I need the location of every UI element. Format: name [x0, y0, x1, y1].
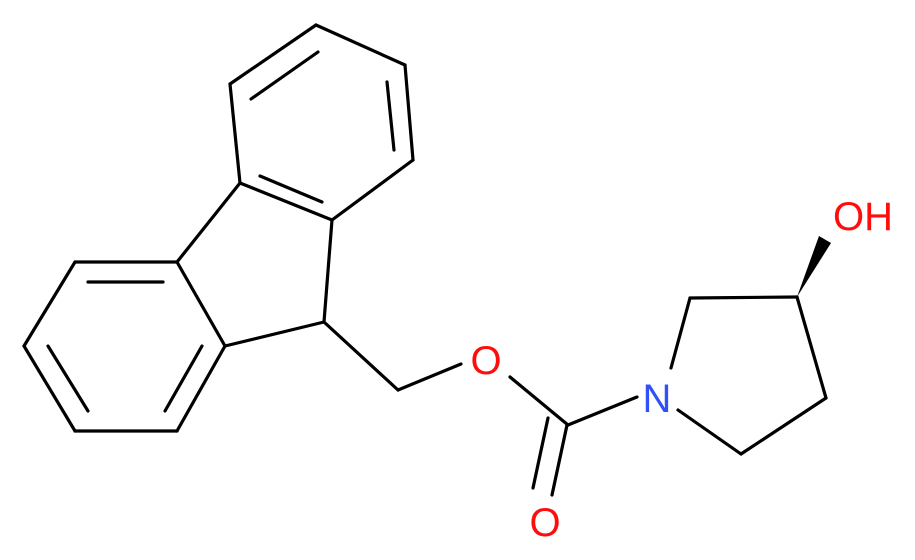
- bond: [330, 158, 415, 222]
- carbonyl-bond: [550, 423, 569, 497]
- bond: [22, 260, 77, 348]
- stereo-wedge-bond: [797, 236, 831, 297]
- bond: [396, 362, 463, 392]
- bond: [688, 295, 799, 300]
- bond: [508, 375, 570, 427]
- bond: [322, 320, 400, 392]
- bond: [795, 295, 828, 400]
- nitrogen-label: N: [643, 377, 672, 421]
- pyrrolidine-ring: [669, 295, 828, 456]
- upper-benzene-ring: [228, 23, 415, 222]
- methylene-linker: [322, 320, 463, 392]
- bond: [223, 320, 326, 348]
- double-bond-inner: [46, 344, 90, 413]
- bond: [175, 181, 242, 264]
- bond: [739, 396, 828, 456]
- bond: [566, 395, 639, 427]
- double-bond-inner: [385, 80, 396, 152]
- bond: [669, 296, 692, 370]
- bond: [228, 82, 242, 185]
- bond: [175, 344, 227, 433]
- bond: [403, 63, 415, 162]
- hydroxyl-label: OH: [833, 195, 893, 239]
- double-bond-inner: [163, 344, 204, 413]
- bond: [228, 23, 318, 86]
- ester-oxygen-label: O: [470, 339, 501, 383]
- bond: [238, 181, 334, 222]
- lower-benzene-ring: [22, 260, 227, 433]
- carbonyl-oxygen-label: O: [529, 501, 560, 545]
- bond: [676, 408, 743, 456]
- five-membered-ring: [175, 181, 334, 348]
- bond: [314, 23, 407, 67]
- bond: [22, 344, 77, 433]
- carbonyl-bond: [531, 416, 550, 490]
- carbamate-group: [508, 375, 639, 497]
- double-bond-inner: [249, 50, 320, 101]
- bond: [175, 260, 227, 348]
- double-bond-inner: [258, 174, 324, 204]
- bond: [322, 218, 334, 324]
